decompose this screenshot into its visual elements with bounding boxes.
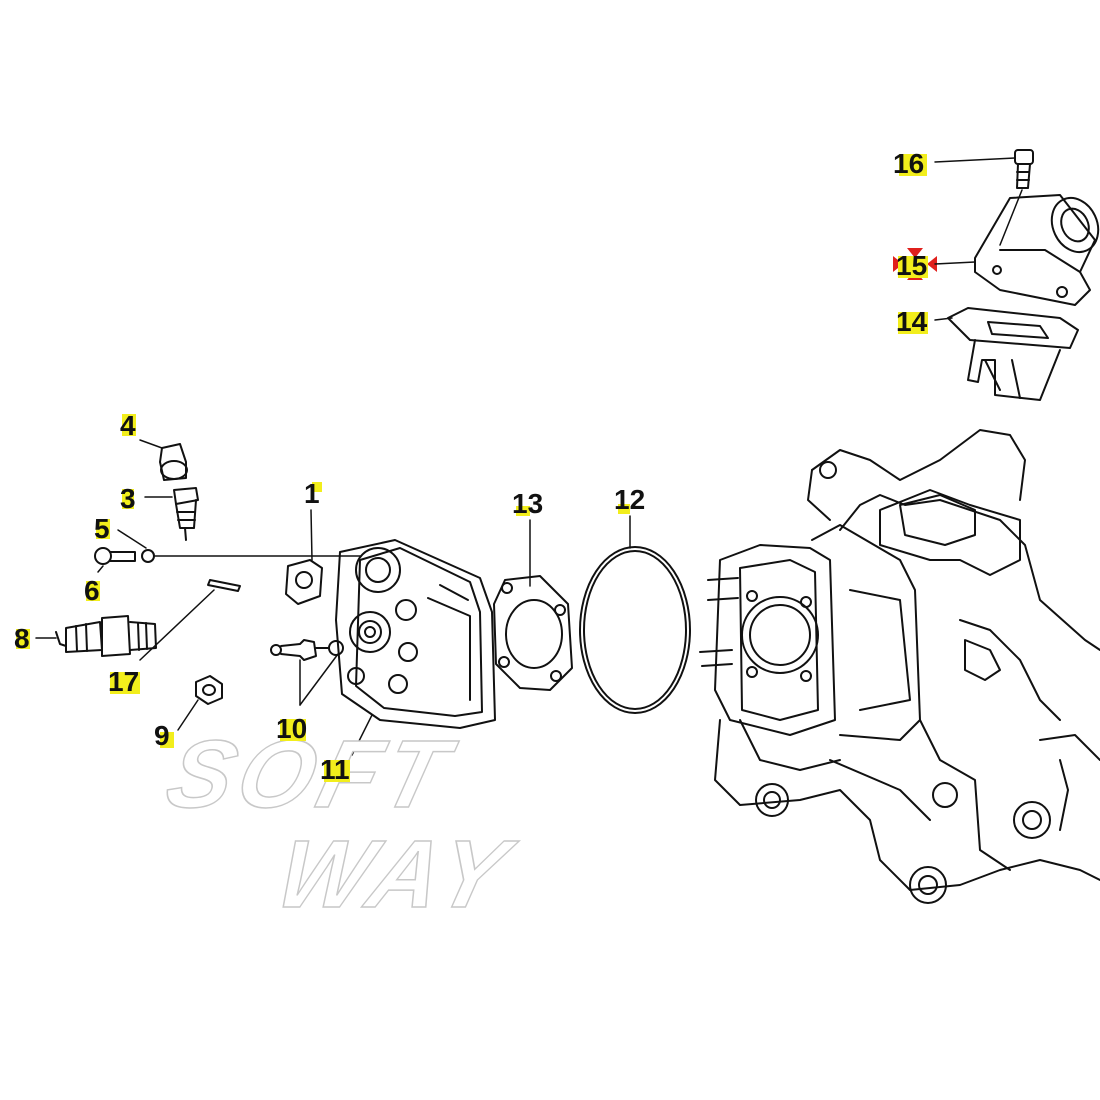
callout-15[interactable]: 15 [896,250,928,281]
part-16-bolt[interactable] [999,149,1034,246]
callout-5[interactable]: 5 [94,515,110,543]
callout-17-text: 17 [108,666,140,697]
callout-15-text: 15 [896,250,928,281]
engine-crankcase [699,429,1100,904]
callout-10-text: 10 [276,713,308,744]
callout-13[interactable]: 13 [512,490,543,518]
callout-14[interactable]: 14 [896,306,928,337]
callout-5-text: 5 [94,513,110,544]
callout-14-text: 14 [896,306,928,337]
callout-4[interactable]: 4 [120,412,136,440]
part-1-cylinder-head[interactable] [285,509,496,756]
part-5-6-screw-washer[interactable] [94,529,361,573]
callout-3[interactable]: 3 [120,485,136,513]
callout-17[interactable]: 17 [108,666,140,697]
callout-9-text: 9 [154,720,170,751]
part-14-reed-valve[interactable] [947,307,1079,401]
part-13-gasket[interactable] [493,519,573,691]
callout-13-text: 13 [512,488,544,519]
callout-6-text: 6 [84,575,100,606]
callout-6[interactable]: 6 [84,577,100,605]
callout-10[interactable]: 10 [276,715,307,743]
callout-3-text: 3 [120,483,136,514]
callout-16[interactable]: 16 [893,148,927,179]
callout-12[interactable]: 12 [614,486,645,514]
part-9-nut[interactable] [177,675,223,731]
callout-11[interactable]: 11 [320,756,350,784]
part-12-o-ring[interactable] [579,515,691,714]
callout-8-text: 8 [14,623,30,654]
callout-1-text: 1 [304,478,320,509]
callout-8[interactable]: 8 [14,625,30,653]
part-4-cap[interactable] [139,439,188,481]
callout-4-text: 4 [120,410,136,441]
callout-12-text: 12 [614,484,646,515]
part-10-studs[interactable] [270,639,344,706]
part-15-intake-manifold[interactable] [974,190,1100,306]
leader-lines [934,157,1016,321]
part-3-sensor[interactable] [144,487,199,541]
part-8-spark-plug[interactable] [35,615,157,657]
callout-11-text: 11 [320,754,350,785]
callout-9[interactable]: 9 [154,720,174,751]
callout-16-text: 16 [893,148,925,179]
callout-1[interactable]: 1 [304,478,322,509]
